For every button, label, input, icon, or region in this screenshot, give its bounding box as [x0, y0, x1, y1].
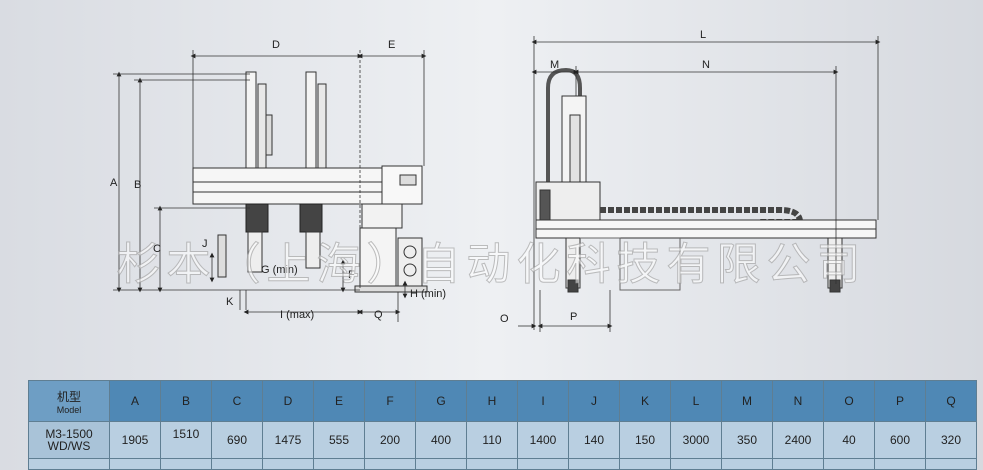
empty-cell: [772, 458, 824, 470]
value-cell: 1475: [262, 421, 314, 459]
column-header: J: [568, 380, 620, 422]
column-header: M: [721, 380, 773, 422]
empty-cell: [109, 458, 161, 470]
column-header: I: [517, 380, 569, 422]
value-cell: 200: [364, 421, 416, 459]
label-p: P: [570, 311, 577, 323]
column-header: N: [772, 380, 824, 422]
label-e: E: [388, 39, 395, 51]
empty-cell: [160, 458, 212, 470]
value-cell: 1905: [109, 421, 161, 459]
column-header: L: [670, 380, 722, 422]
value-cell: 1400: [517, 421, 569, 459]
column-header: O: [823, 380, 875, 422]
value-cell: 140: [568, 421, 620, 459]
column-header: G: [415, 380, 467, 422]
value-cell: 1510: [160, 421, 212, 459]
label-b: B: [134, 179, 141, 191]
empty-cell: [721, 458, 773, 470]
value-cell: 3000: [670, 421, 722, 459]
label-o: O: [500, 313, 509, 325]
model-cell: M3-1500 WD/WS: [28, 421, 110, 459]
empty-cell: [925, 458, 977, 470]
label-n: N: [702, 59, 710, 71]
label-a: A: [110, 177, 118, 189]
column-header: C: [211, 380, 263, 422]
empty-cell: [313, 458, 365, 470]
side-view-dimensions: [518, 36, 881, 332]
column-header: D: [262, 380, 314, 422]
value-cell: 150: [619, 421, 671, 459]
value-cell: 320: [925, 421, 977, 459]
column-header: H: [466, 380, 518, 422]
empty-cell: [364, 458, 416, 470]
column-header: K: [619, 380, 671, 422]
dimension-labels: D E A B C J G (min) F H (min) K I (max) …: [110, 29, 710, 325]
value-cell: 555: [313, 421, 365, 459]
model-variant: WD/WS: [47, 439, 91, 453]
empty-cell: [262, 458, 314, 470]
value-cell: 2400: [772, 421, 824, 459]
column-header: E: [313, 380, 365, 422]
label-l: L: [700, 29, 706, 41]
empty-cell: [568, 458, 620, 470]
empty-cell: [466, 458, 518, 470]
spec-table-header-row: 机型 Model A B C D E F G H I J K L M N O P…: [28, 380, 977, 422]
column-header: A: [109, 380, 161, 422]
value-cell: 40: [823, 421, 875, 459]
column-header: B: [160, 380, 212, 422]
value-text: 1510: [172, 427, 200, 441]
empty-cell: [211, 458, 263, 470]
model-header-en: Model: [56, 404, 82, 415]
model-header: 机型: [56, 389, 81, 404]
empty-cell: [670, 458, 722, 470]
label-q: Q: [374, 309, 383, 321]
model-header-cell: 机型 Model: [28, 380, 110, 422]
value-cell: 600: [874, 421, 926, 459]
label-f: F: [348, 269, 355, 281]
model-name: M3-1500: [45, 427, 93, 441]
value-cell: 110: [466, 421, 518, 459]
label-m: M: [550, 59, 559, 71]
label-g: G (min): [261, 264, 298, 276]
label-k: K: [226, 296, 234, 308]
empty-cell: [874, 458, 926, 470]
column-header: F: [364, 380, 416, 422]
label-c: C: [153, 243, 161, 255]
dimension-drawing: D E A B C J G (min) F H (min) K I (max) …: [110, 29, 881, 332]
front-view-dimensions: [113, 50, 427, 322]
label-d: D: [272, 39, 280, 51]
label-h: H (min): [410, 288, 446, 300]
side-view: [535, 67, 877, 293]
value-cell: 690: [211, 421, 263, 459]
value-cell: 400: [415, 421, 467, 459]
table-row: [28, 458, 977, 470]
label-j: J: [202, 238, 208, 250]
value-cell: 350: [721, 421, 773, 459]
empty-cell: [415, 458, 467, 470]
front-view: [192, 71, 428, 293]
label-i: I (max): [280, 309, 314, 321]
column-header: P: [874, 380, 926, 422]
empty-cell: [28, 458, 110, 470]
spec-table: 机型 Model A B C D E F G H I J K L M N O P…: [28, 380, 977, 470]
empty-cell: [823, 458, 875, 470]
empty-cell: [619, 458, 671, 470]
table-row: M3-1500 WD/WS 1905 1510 690 1475 555 200…: [28, 421, 977, 459]
empty-cell: [517, 458, 569, 470]
column-header: Q: [925, 380, 977, 422]
